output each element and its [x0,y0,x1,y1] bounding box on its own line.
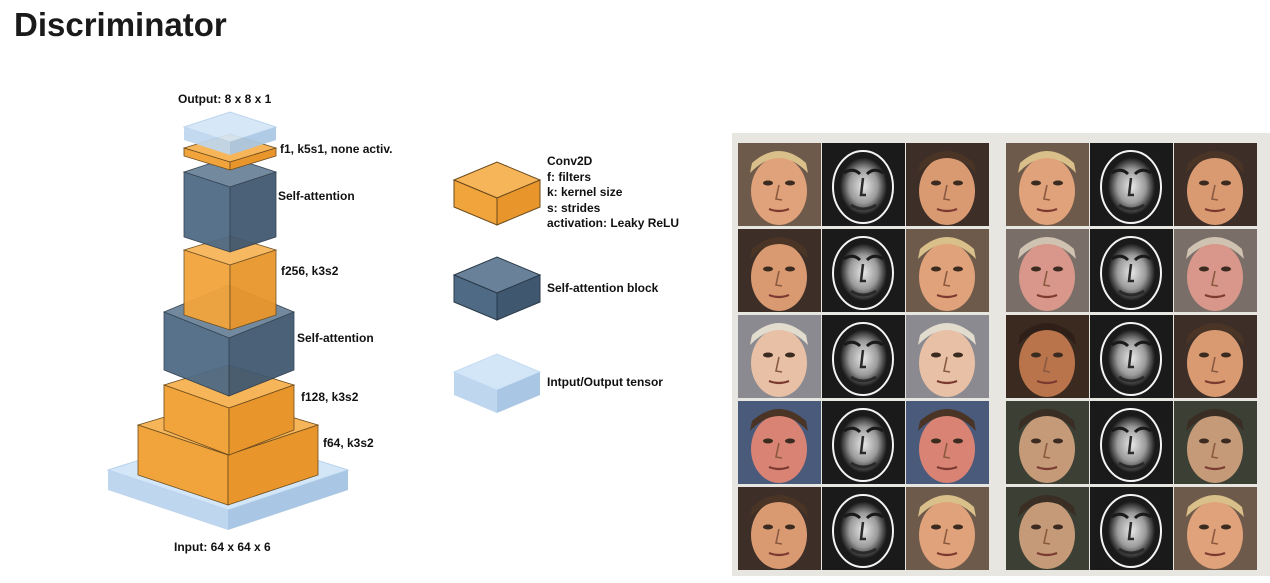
face-thumbnail [906,315,989,398]
attention-mask-thumbnail [822,229,905,312]
face-thumbnail [1006,401,1089,484]
attention-mask-thumbnail [1090,143,1173,226]
face-thumbnail [738,315,821,398]
face-thumbnail [1174,487,1257,570]
face-thumbnail [1006,487,1089,570]
face-thumbnail [906,229,989,312]
face-thumbnail [738,401,821,484]
legend-conv-line: s: strides [547,200,601,215]
attention-block-lower [162,284,296,397]
input-label: Input: 64 x 64 x 6 [174,540,271,554]
attention-mask-thumbnail [822,315,905,398]
page-title: Discriminator [14,6,227,43]
face-thumbnail [738,229,821,312]
face-thumbnail [1174,143,1257,226]
layer-label-f256: f256, k3s2 [281,264,339,278]
face-thumbnail [906,401,989,484]
layer-label-f1: f1, k5s1, none activ. [280,142,393,156]
legend-conv-line: Conv2D [547,154,593,168]
attention-mask-thumbnail [822,143,905,226]
output-tensor-block [182,111,278,155]
legend-conv-line: f: filters [547,169,592,184]
legend-conv-line: k: kernel size [547,185,623,199]
face-thumbnail [1174,229,1257,312]
attention-block-upper [182,156,278,253]
face-thumbnail [1006,315,1089,398]
attention-mask-thumbnail [1090,315,1173,398]
layer-label-f128: f128, k3s2 [301,390,359,404]
face-thumbnail [1174,401,1257,484]
face-thumbnail [1174,315,1257,398]
face-thumbnail [1006,229,1089,312]
attention-mask-thumbnail [822,401,905,484]
layer-label-attention-lower: Self-attention [297,331,374,345]
legend-tensor-label: Intput/Output tensor [547,375,663,389]
face-thumbnail [906,487,989,570]
attention-mask-thumbnail [822,487,905,570]
face-thumbnail [1006,143,1089,226]
legend-conv-swatch [452,161,542,226]
face-thumbnail [738,143,821,226]
layer-label-attention-upper: Self-attention [278,189,355,203]
face-thumbnail [906,143,989,226]
attention-mask-thumbnail [1090,487,1173,570]
layer-label-f64: f64, k3s2 [323,436,374,450]
attention-mask-thumbnail [1090,401,1173,484]
face-sample-grid [732,133,1270,576]
face-thumbnail [738,487,821,570]
legend-attention-label: Self-attention block [547,281,659,295]
legend-tensor-swatch [452,353,542,413]
attention-mask-thumbnail [1090,229,1173,312]
legend-conv-text: Conv2D f: filters k: kernel size s: stri… [547,154,679,232]
legend-attention-swatch [452,256,542,321]
output-label: Output: 8 x 8 x 1 [178,92,272,106]
legend-conv-line: activation: Leaky ReLU [547,216,680,230]
